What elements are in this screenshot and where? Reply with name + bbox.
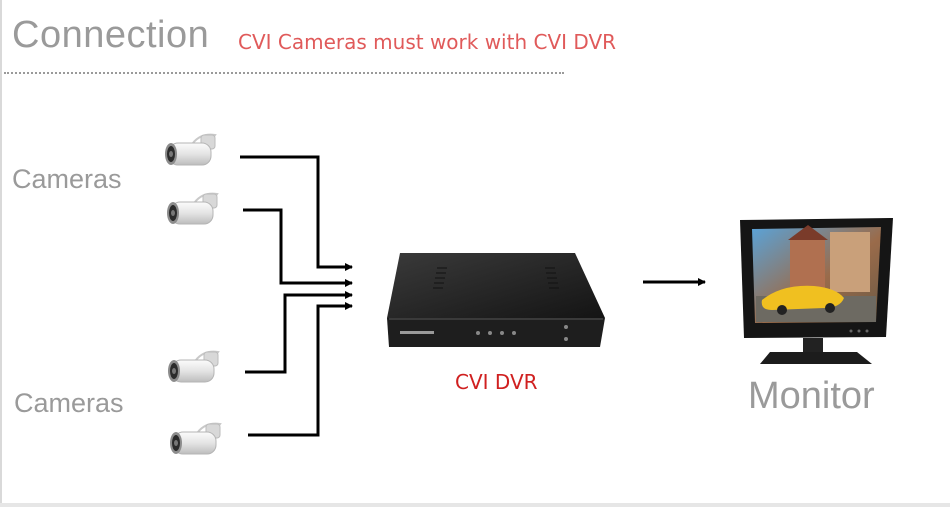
cable-2 — [243, 208, 353, 287]
cameras-label-bottom: Cameras — [14, 388, 124, 418]
camera-cables — [240, 155, 353, 437]
cable-4 — [248, 302, 353, 437]
dvr-label: CVI DVR — [455, 370, 538, 394]
monitor-label: Monitor — [748, 375, 875, 417]
page-subtitle: CVI Cameras must work with CVI DVR — [238, 30, 617, 54]
monitor-icon — [740, 218, 893, 364]
bullet-camera-icon — [166, 192, 218, 225]
bullet-camera-icon — [169, 422, 221, 455]
bullet-camera-icon — [167, 350, 219, 383]
page-title: Connection — [12, 14, 210, 56]
cameras-label-top: Cameras — [12, 164, 122, 194]
cable-1 — [240, 155, 353, 271]
bottom-border — [0, 503, 950, 507]
header-divider — [4, 72, 564, 74]
bullet-camera-icon — [164, 133, 216, 166]
left-border — [0, 0, 2, 507]
cable-3 — [245, 291, 353, 374]
dvr-icon — [387, 253, 605, 347]
